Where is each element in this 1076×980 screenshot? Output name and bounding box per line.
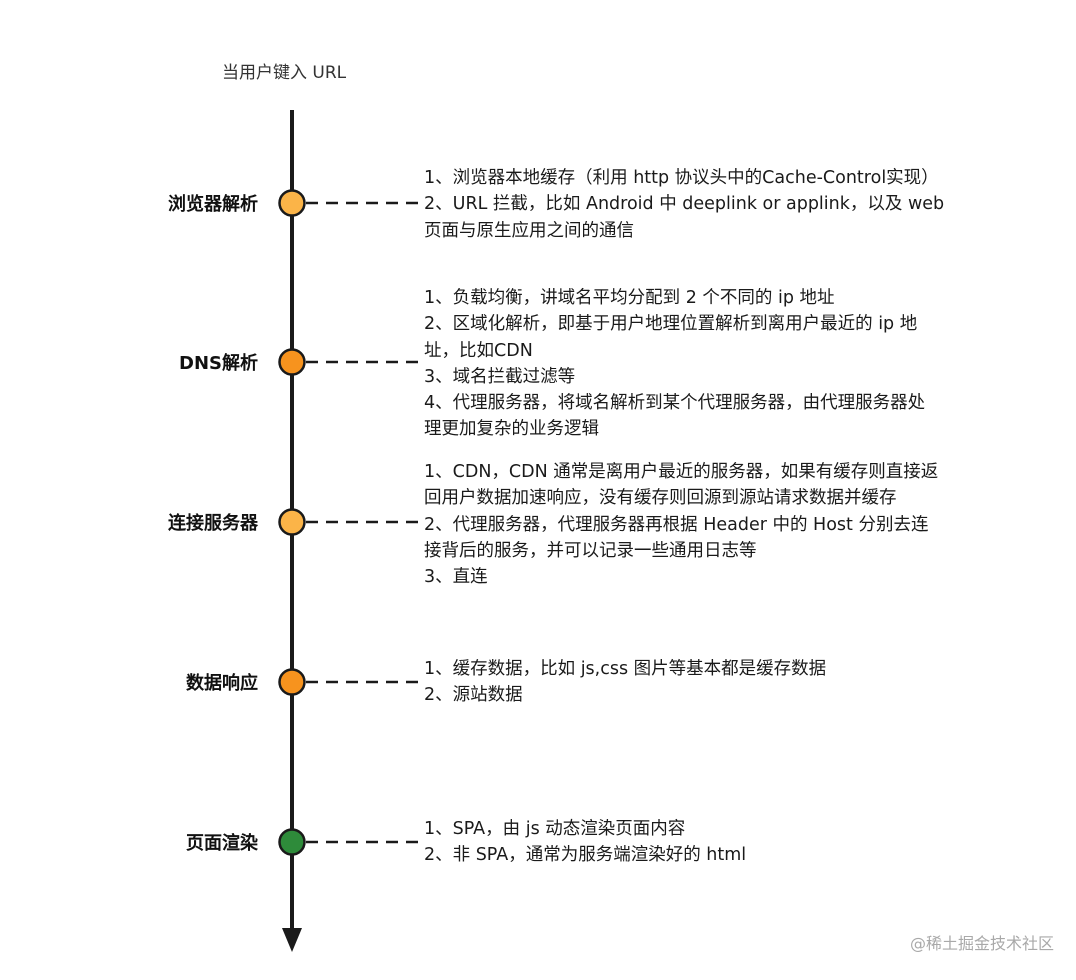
- description-line: 2、区域化解析，即基于用户地理位置解析到离用户最近的 ip 地: [424, 314, 918, 335]
- description-line: 3、直连: [424, 567, 488, 588]
- connectors-group: [306, 201, 424, 844]
- description-line: 回用户数据加速响应，没有缓存则回源到源站请求数据并缓存: [424, 488, 897, 509]
- description-line: 接背后的服务，并可以记录一些通用日志等: [424, 540, 757, 561]
- stage-description-data-response: 1、缓存数据，比如 js,css 图片等基本都是缓存数据 2、源站数据: [424, 656, 826, 709]
- timeline-node-dns-resolve: [278, 348, 306, 376]
- timeline-node-data-response: [278, 668, 306, 696]
- description-line: 理更加复杂的业务逻辑: [424, 419, 599, 440]
- description-line: 1、浏览器本地缓存（利用 http 协议头中的Cache-Control实现）: [424, 168, 939, 188]
- description-line: 2、URL 拦截，比如 Android 中 deeplink or applin…: [424, 194, 945, 215]
- description-line: 址，比如CDN: [424, 340, 533, 361]
- description-line: 2、非 SPA，通常为服务端渲染好的 html: [424, 845, 747, 866]
- description-line: 2、代理服务器，代理服务器再根据 Header 中的 Host 分别去连: [424, 514, 929, 535]
- timeline-node-browser-parse: [278, 189, 306, 217]
- stage-description-dns-resolve: 1、负载均衡，讲域名平均分配到 2 个不同的 ip 地址 2、区域化解析，即基于…: [424, 285, 925, 443]
- timeline-arrow-head: [282, 928, 302, 952]
- description-line: 1、负载均衡，讲域名平均分配到 2 个不同的 ip 地址: [424, 288, 835, 308]
- stage-label-browser-parse: 浏览器解析: [168, 194, 258, 215]
- stage-label-connect-server: 连接服务器: [168, 513, 258, 534]
- stage-description-browser-parse: 1、浏览器本地缓存（利用 http 协议头中的Cache-Control实现） …: [424, 165, 944, 244]
- description-line: 2、源站数据: [424, 685, 523, 706]
- start-label: 当用户键入 URL: [222, 63, 347, 83]
- stage-label-page-render: 页面渲染: [186, 833, 258, 854]
- description-line: 1、缓存数据，比如 js,css 图片等基本都是缓存数据: [424, 659, 827, 679]
- stage-description-connect-server: 1、CDN，CDN 通常是离用户最近的服务器，如果有缓存则直接返 回用户数据加速…: [424, 459, 938, 590]
- description-line: 页面与原生应用之间的通信: [424, 220, 634, 241]
- timeline-node-page-render: [278, 828, 306, 856]
- timeline-node-connect-server: [278, 508, 306, 536]
- description-line: 1、CDN，CDN 通常是离用户最近的服务器，如果有缓存则直接返: [424, 462, 939, 482]
- stage-description-page-render: 1、SPA，由 js 动态渲染页面内容 2、非 SPA，通常为服务端渲染好的 h…: [424, 816, 746, 869]
- watermark: @稀土掘金技术社区: [909, 934, 1054, 953]
- description-line: 4、代理服务器，将域名解析到某个代理服务器，由代理服务器处: [424, 393, 926, 414]
- nodes-group: [278, 189, 306, 856]
- stage-label-data-response: 数据响应: [186, 673, 258, 694]
- description-line: 1、SPA，由 js 动态渲染页面内容: [424, 819, 686, 839]
- stage-label-dns-resolve: DNS解析: [179, 353, 258, 374]
- description-line: 3、域名拦截过滤等: [424, 366, 576, 387]
